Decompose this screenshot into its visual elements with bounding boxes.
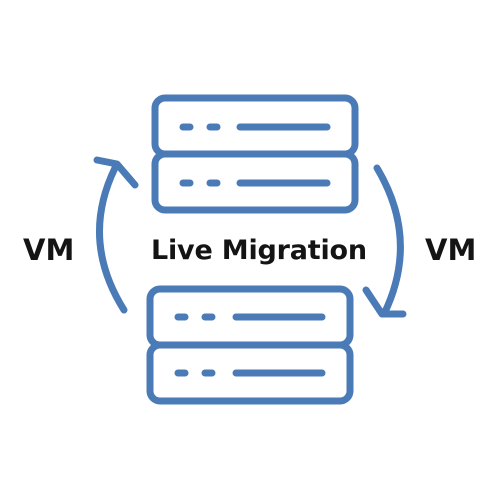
right-arrow-head — [362, 286, 407, 318]
top-server-stack-icon — [151, 94, 359, 214]
left-vm-label: VM — [23, 233, 75, 267]
bottom-server-unit-2 — [146, 341, 354, 405]
right-arrow-arc — [373, 164, 404, 318]
left-arrow-arc — [96, 164, 128, 314]
left-arrow-head — [93, 156, 139, 189]
bottom-server-stack-icon — [146, 285, 354, 405]
curved-arrow-down-icon — [362, 164, 407, 318]
live-migration-label: Live Migration — [149, 235, 369, 266]
right-vm-label: VM — [425, 233, 477, 267]
top-server-unit-2 — [151, 150, 359, 214]
curved-arrow-up-icon — [93, 156, 139, 314]
